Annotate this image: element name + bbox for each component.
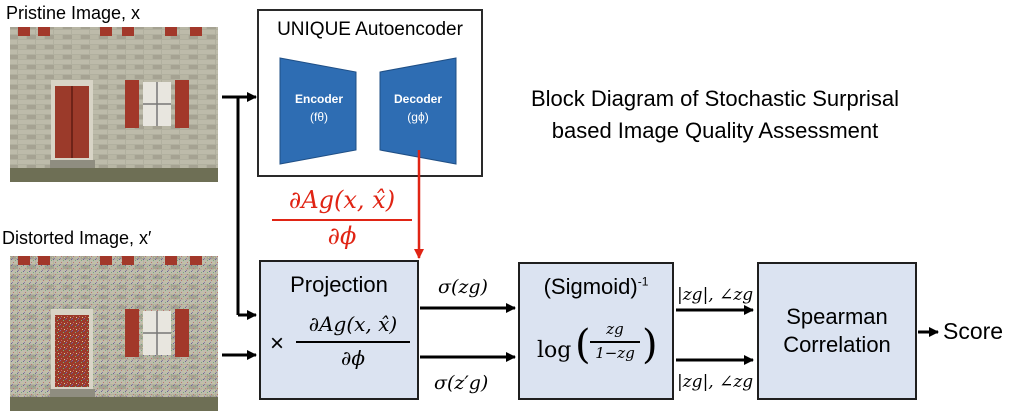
projection-fraction-bar: [296, 341, 410, 343]
pristine-image-label: Pristine Image, x: [6, 3, 141, 23]
distorted-image: [10, 256, 218, 411]
projection-denominator: ∂ϕ: [341, 346, 365, 370]
sigma-bottom-label: σ(z′g): [434, 372, 489, 394]
decoder-label: Decoder: [393, 92, 443, 106]
gradient-numerator: ∂Ag(x, x̂): [288, 186, 396, 214]
sigmoid-fraction-bar: [590, 341, 640, 343]
decoder-shape: [379, 57, 457, 165]
sigma-top-label: σ(zg): [438, 276, 488, 298]
distorted-image-label: Distorted Image, x′: [2, 228, 152, 248]
sigmoid-log: log: [537, 338, 572, 363]
spearman-line2: Correlation: [783, 332, 891, 357]
sigmoid-paren-right: ): [642, 322, 658, 368]
encoder-shape: [279, 57, 357, 165]
sigmoid-denominator: 1−zg: [595, 344, 635, 362]
diagram-title-line2: based Image Quality Assessment: [551, 118, 879, 143]
sigmoid-title-wrap: (Sigmoid)-1: [518, 274, 674, 300]
pristine-image: [10, 27, 218, 182]
projection-box: [259, 260, 419, 400]
mag-angle-bottom-label: |zg|, ∠zg: [677, 372, 754, 392]
projection-times: ×: [270, 330, 285, 357]
projection-title: Projection: [290, 272, 388, 297]
sigmoid-exponent: -1: [637, 274, 649, 289]
encoder-sub: (fθ): [310, 110, 328, 124]
sigmoid-numerator: zg: [606, 320, 624, 338]
gradient-denominator: ∂ϕ: [327, 222, 357, 250]
diagram-title-line1: Block Diagram of Stochastic Surprisal: [530, 86, 900, 111]
spearman-box: [757, 262, 917, 400]
encoder-label: Encoder: [294, 92, 343, 106]
projection-numerator: ∂Ag(x, x̂): [308, 312, 398, 336]
spearman-line1: Spearman: [786, 304, 888, 329]
sigmoid-paren-left: (: [575, 322, 591, 368]
gradient-fraction-bar: [272, 219, 412, 221]
sigmoid-title: (Sigmoid): [543, 274, 638, 299]
mag-angle-top-label: |zg|, ∠zg: [677, 285, 754, 305]
decoder-sub: (gϕ): [407, 110, 429, 124]
autoencoder-title: UNIQUE Autoencoder: [277, 19, 463, 40]
sigmoid-box: [518, 262, 674, 400]
score-label: Score: [943, 318, 1004, 344]
